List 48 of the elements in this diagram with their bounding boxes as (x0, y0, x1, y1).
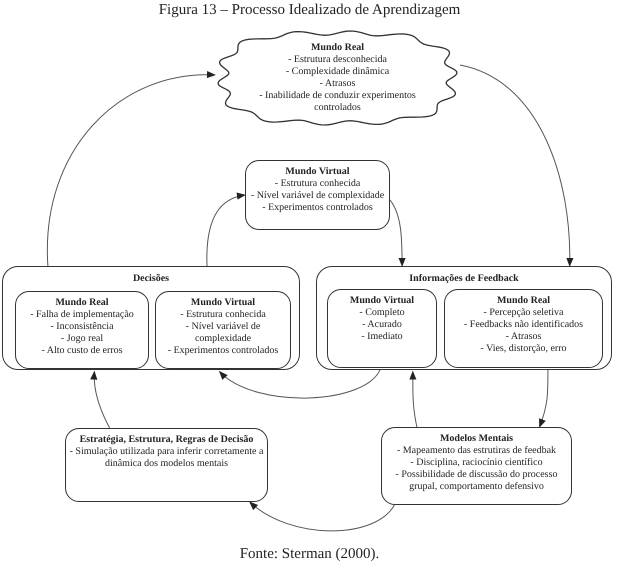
bullet-text: - Imediato (361, 331, 403, 343)
bullet-text: - Nível variável de complexidade (184, 321, 262, 345)
box-heading: Informações de Feedback (409, 273, 519, 285)
arrow (206, 192, 246, 266)
arrow (409, 370, 418, 428)
box-heading: Mundo Real (496, 295, 550, 307)
bullet-text: - Completo (359, 307, 405, 319)
box-heading: Mundo Virtual (285, 166, 350, 178)
process-box (15, 291, 149, 369)
bullet-text: - Percepção seletiva (484, 307, 564, 319)
bullet-text: - Experimentos controlados (262, 202, 373, 214)
bullet-text: - Atrasos (506, 331, 542, 343)
box-heading: Decisões (132, 273, 170, 285)
box-heading: Estratégia, Estrutura, Regras de Decisão (80, 434, 254, 446)
bullet-text: - Experimentos controlados (168, 345, 278, 357)
bullet-text: - Nível variável de complexidade (250, 190, 384, 202)
bullet-text: - Disciplina, raciocínio científico (410, 457, 543, 469)
bullet-text: - Feedbacks não identificados (464, 319, 584, 331)
figure-caption: Fonte: Sterman (2000). (238, 546, 380, 563)
bullet-text: - Falha de implementação (30, 309, 134, 321)
group-box (2, 266, 300, 370)
group-box (316, 266, 612, 370)
bullet-text: - Simulação utilizada para inferir corretamente a dinâmica dos modelos mentais (69, 446, 264, 470)
process-box (65, 428, 268, 502)
bullet-text: - Estrutura conhecida (274, 178, 360, 190)
process-box (155, 291, 291, 369)
box-heading: Mundo Real (55, 297, 109, 309)
process-box (327, 289, 437, 368)
arrow (47, 72, 216, 266)
arrow (90, 370, 110, 428)
figure-title: Figura 13 – Processo Idealizado de Aprendizagem (158, 2, 462, 19)
arrow (249, 501, 395, 532)
bullet-text: - Jogo real (60, 333, 104, 345)
box-heading: Mundo Virtual (350, 295, 414, 307)
box-heading: Modelos Mentais (440, 433, 514, 445)
bullet-text: - Possibilidade de discussão do processo grupal, comportamento defensivo (394, 469, 558, 493)
bullet-text: - Mapeamento das estrutiras de feedbak (396, 445, 556, 457)
bullet-text: - Vies, distorção, erro (480, 343, 567, 355)
bullet-text: - Estrutura conhecida (180, 309, 266, 321)
process-box (444, 289, 603, 368)
process-box (245, 160, 390, 230)
arrow (460, 64, 574, 267)
arrow (390, 199, 406, 267)
box-heading: Mundo Virtual (190, 297, 256, 309)
bullet-text: - Inconsistência (50, 321, 114, 333)
bullet-text: - Acurado (362, 319, 402, 331)
bullet-text: - Alto custo de erros (41, 345, 123, 357)
process-box (381, 427, 572, 505)
